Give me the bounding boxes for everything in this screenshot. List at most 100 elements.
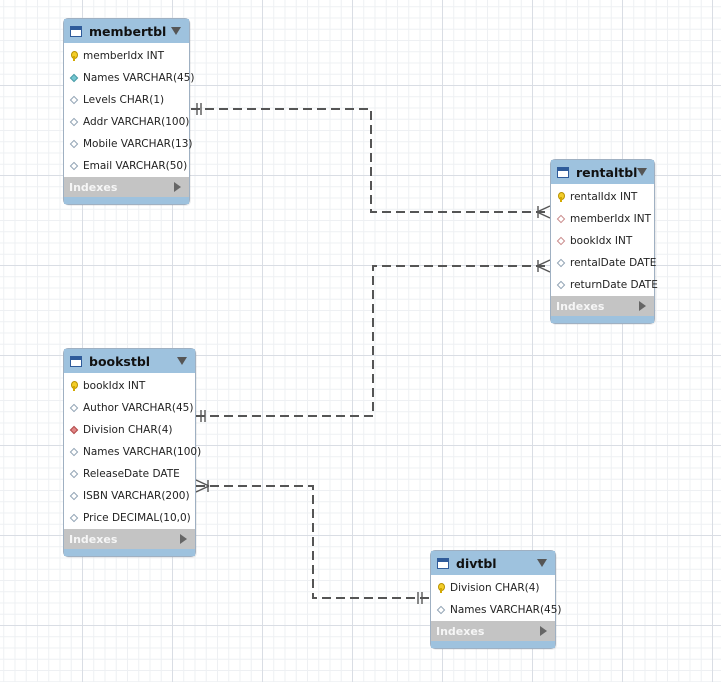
many-marker [536, 205, 551, 219]
column-row[interactable]: Mobile VARCHAR(13) [64, 133, 193, 155]
primary-key-icon [69, 51, 79, 61]
not-null-column-icon [69, 73, 79, 83]
column-icon [69, 403, 79, 413]
table-header[interactable]: divtbl [431, 551, 555, 575]
table-icon [437, 557, 449, 569]
indexes-section[interactable]: Indexes [64, 529, 195, 549]
column-row[interactable]: Email VARCHAR(50) [64, 155, 189, 177]
column-row[interactable]: returnDate DATE [551, 274, 658, 296]
column-row[interactable]: Names VARCHAR(100) [64, 441, 201, 463]
column-icon [69, 95, 79, 105]
many-marker [536, 259, 551, 273]
table-footer [64, 197, 189, 204]
collapse-arrow-icon[interactable] [171, 27, 181, 35]
column-icon [69, 491, 79, 501]
table-name: membertbl [89, 23, 167, 39]
table-name: rentaltbl [576, 164, 638, 180]
collapse-arrow-icon[interactable] [177, 357, 187, 365]
indexes-label: Indexes [556, 299, 605, 313]
table-icon [557, 166, 569, 178]
primary-key-icon [436, 583, 446, 593]
column-icon [556, 258, 566, 268]
column-icon [69, 139, 79, 149]
column-row[interactable]: Names VARCHAR(45) [431, 599, 562, 621]
expand-arrow-icon[interactable] [174, 182, 181, 192]
column-label: memberIdx INT [570, 213, 652, 225]
column-label: bookIdx INT [570, 235, 633, 247]
column-row[interactable]: Division CHAR(4) [64, 419, 195, 441]
column-label: Mobile VARCHAR(13) [83, 138, 193, 150]
one-marker [417, 592, 423, 604]
table-rentaltbl[interactable]: rentaltbl rentalIdx INT memberIdx INT bo… [550, 159, 658, 324]
table-name: bookstbl [89, 353, 151, 369]
column-row[interactable]: memberIdx INT [551, 208, 654, 230]
column-label: ReleaseDate DATE [83, 468, 180, 480]
foreign-key-icon [556, 236, 566, 246]
column-row[interactable]: ReleaseDate DATE [64, 463, 195, 485]
table-footer [431, 641, 555, 648]
one-marker [196, 103, 202, 115]
column-row[interactable]: rentalIdx INT [551, 186, 654, 208]
column-label: Price DECIMAL(10,0) [83, 512, 191, 524]
column-row[interactable]: Levels CHAR(1) [64, 89, 189, 111]
indexes-label: Indexes [436, 624, 485, 638]
column-row[interactable]: Division CHAR(4) [431, 577, 555, 599]
column-icon [556, 280, 566, 290]
column-icon [69, 513, 79, 523]
column-icon [69, 447, 79, 457]
column-label: Division CHAR(4) [83, 424, 173, 436]
expand-arrow-icon[interactable] [540, 626, 547, 636]
column-label: Division CHAR(4) [450, 582, 540, 594]
collapse-arrow-icon[interactable] [637, 168, 648, 176]
relationship-divtbl-bookstbl[interactable] [196, 485, 430, 599]
relationship-membertbl-rentaltbl[interactable] [191, 108, 550, 213]
column-label: Email VARCHAR(50) [83, 160, 188, 172]
column-label: ISBN VARCHAR(200) [83, 490, 190, 502]
foreign-key-not-null-icon [69, 425, 79, 435]
expand-arrow-icon[interactable] [639, 301, 646, 311]
table-divtbl[interactable]: divtbl Division CHAR(4) Names VARCHAR(45… [430, 550, 562, 649]
indexes-section[interactable]: Indexes [64, 177, 189, 197]
table-icon [70, 25, 82, 37]
many-marker [195, 479, 210, 493]
column-label: memberIdx INT [83, 50, 165, 62]
collapse-arrow-icon[interactable] [537, 559, 547, 567]
one-marker [200, 410, 206, 422]
table-name: divtbl [456, 555, 497, 571]
relationship-bookstbl-rentaltbl[interactable] [196, 265, 550, 417]
column-label: rentalIdx INT [570, 191, 638, 203]
table-icon [70, 355, 82, 367]
indexes-label: Indexes [69, 532, 118, 546]
foreign-key-icon [556, 214, 566, 224]
column-icon [69, 469, 79, 479]
column-label: Names VARCHAR(45) [450, 604, 562, 616]
expand-arrow-icon[interactable] [180, 534, 187, 544]
column-row[interactable]: ISBN VARCHAR(200) [64, 485, 195, 507]
column-row[interactable]: memberIdx INT [64, 45, 189, 67]
table-header[interactable]: membertbl [64, 19, 189, 43]
column-label: Addr VARCHAR(100) [83, 116, 190, 128]
table-footer [64, 549, 195, 556]
primary-key-icon [556, 192, 566, 202]
column-row[interactable]: Price DECIMAL(10,0) [64, 507, 195, 529]
column-row[interactable]: bookIdx INT [551, 230, 654, 252]
column-icon [436, 605, 446, 615]
column-row[interactable]: Addr VARCHAR(100) [64, 111, 189, 133]
indexes-section[interactable]: Indexes [551, 296, 654, 316]
table-bookstbl[interactable]: bookstbl bookIdx INT Author VARCHAR(45) … [63, 348, 201, 557]
column-label: Names VARCHAR(100) [83, 446, 202, 458]
column-row[interactable]: Author VARCHAR(45) [64, 397, 195, 419]
column-label: Author VARCHAR(45) [83, 402, 194, 414]
indexes-label: Indexes [69, 180, 118, 194]
table-membertbl[interactable]: membertbl memberIdx INT Names VARCHAR(45… [63, 18, 195, 205]
table-footer [551, 316, 654, 323]
table-header[interactable]: rentaltbl [551, 160, 654, 184]
column-row[interactable]: bookIdx INT [64, 375, 195, 397]
indexes-section[interactable]: Indexes [431, 621, 555, 641]
primary-key-icon [69, 381, 79, 391]
column-icon [69, 117, 79, 127]
table-header[interactable]: bookstbl [64, 349, 195, 373]
column-label: rentalDate DATE [570, 257, 657, 269]
column-row[interactable]: rentalDate DATE [551, 252, 657, 274]
column-row[interactable]: Names VARCHAR(45) [64, 67, 195, 89]
